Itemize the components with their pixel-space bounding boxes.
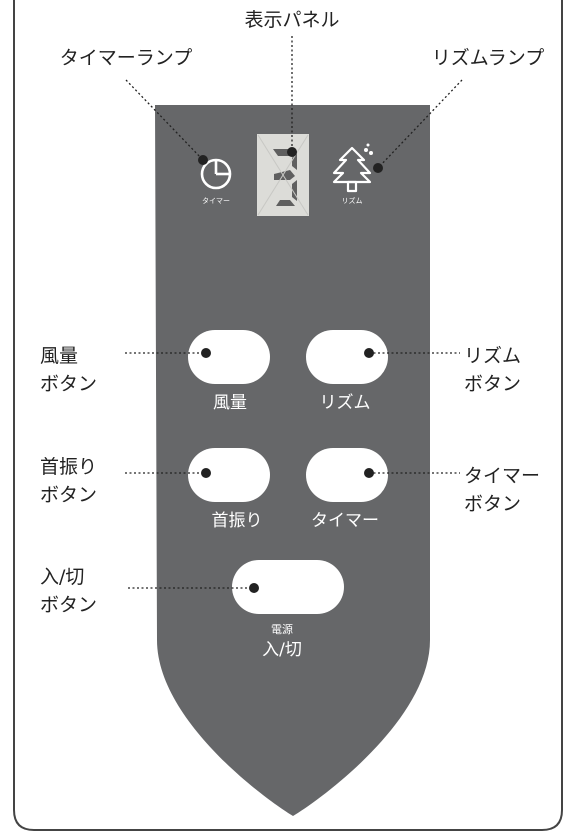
timer-button-caption: タイマー [311,511,379,531]
power-button-caption-small: 電源 [271,622,293,636]
segment-b [292,151,297,170]
timer-button[interactable] [306,448,388,502]
power-button-caption: 入/切 [262,640,302,660]
wind-label-line2: ボタン [40,373,97,395]
timer-label-line2: ボタン [464,493,521,515]
wind-label-line1: 風量 [40,345,78,367]
control-panel [155,105,430,816]
outer-frame [13,0,563,831]
display-diagonal-2 [257,134,309,216]
timer-lamp-caption: タイマー [202,196,230,205]
leader-timer-lamp [125,79,204,161]
timer-lamp-label: タイマーランプ [60,47,192,69]
segment-g [274,170,295,180]
power-label-line1: 入/切 [40,566,84,588]
swing-button[interactable] [188,448,270,502]
swing-button-caption: 首振り [212,511,263,531]
swing-label-line2: ボタン [40,484,97,506]
leader-dots [198,147,383,593]
rhythm-lamp-label: リズムランプ [432,47,544,69]
clock-icon [200,158,232,190]
rhythm-lamp-caption: リズム [342,196,363,205]
rhythm-label-line1: リズム [464,345,521,367]
power-button[interactable] [232,560,344,614]
rhythm-button-caption: リズム [320,393,371,413]
display-panel-label: 表示パネル [244,9,339,31]
swing-label-line1: 首振り [40,456,97,478]
seven-segment-digit [273,149,297,206]
timer-label-line1: タイマー [464,465,540,487]
tree-icon [332,143,373,193]
wind-button[interactable] [188,330,270,384]
rhythm-label-line2: ボタン [464,373,521,395]
wind-button-caption: 風量 [213,393,247,413]
rhythm-button[interactable] [306,330,388,384]
power-label-line2: ボタン [40,594,97,616]
segment-d [276,200,295,206]
